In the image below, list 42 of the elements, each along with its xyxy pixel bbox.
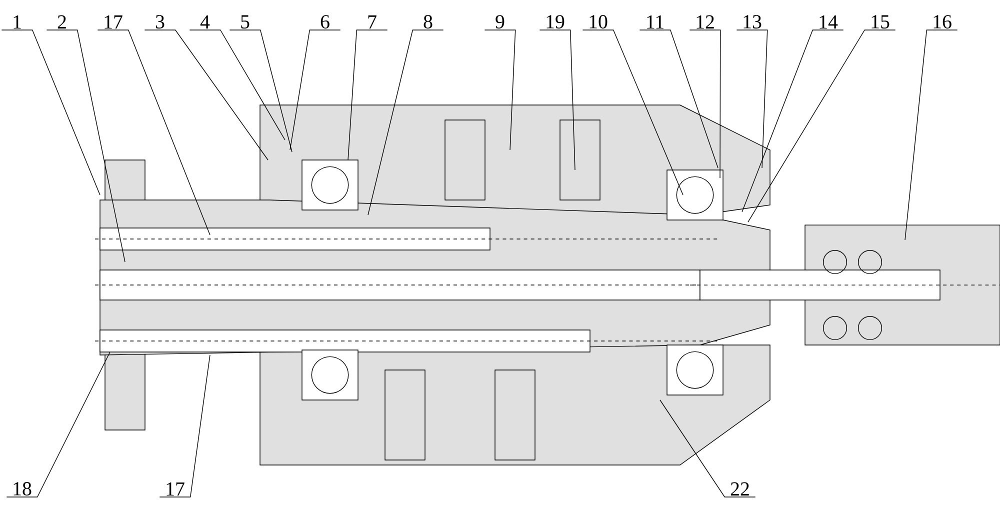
callout-number: 6: [320, 15, 330, 28]
callout-number: 1: [14, 15, 21, 28]
leader-line: [639, 30, 718, 168]
leader-line: [1, 30, 100, 196]
callout-number: 4: [200, 15, 210, 28]
callout-number: 17: [104, 15, 122, 28]
leader-line: [348, 30, 388, 160]
leader-line: [748, 30, 896, 222]
callout-number: 10: [590, 15, 608, 28]
leader-line: [159, 354, 210, 498]
leader-line: [97, 30, 210, 236]
leader-line: [660, 400, 756, 498]
callout-number: 3: [156, 15, 164, 28]
callout-number: 13: [744, 15, 762, 28]
callout-number: 18: [14, 482, 32, 496]
callout-number: 8: [424, 15, 432, 28]
callout-number: 2: [58, 15, 66, 28]
leader-line: [368, 30, 444, 216]
leader-line: [46, 30, 126, 262]
leader-line: [736, 30, 768, 168]
callout-number: 14: [820, 15, 838, 28]
callout-number: 17: [166, 482, 184, 496]
leader-line: [144, 30, 268, 160]
callout-number: 15: [872, 15, 890, 28]
leader-line: [539, 30, 576, 170]
callout-number: 19: [546, 15, 564, 28]
leader-line: [689, 30, 721, 178]
callout-number: 22: [730, 482, 749, 496]
leader-line: [582, 30, 684, 196]
callout-number: 11: [647, 15, 664, 28]
leader-line: [290, 30, 341, 150]
leader-line: [484, 30, 516, 150]
leader-line: [189, 30, 286, 140]
leader-line: [904, 30, 958, 240]
leader-line: [6, 352, 110, 498]
callout-number: 9: [496, 15, 504, 28]
callout-number: 12: [696, 15, 714, 28]
callout-number: 5: [241, 15, 250, 28]
leader-line: [742, 30, 844, 212]
leader-line: [229, 30, 292, 152]
callout-number: 16: [934, 15, 952, 28]
callout-number: 7: [368, 15, 376, 28]
